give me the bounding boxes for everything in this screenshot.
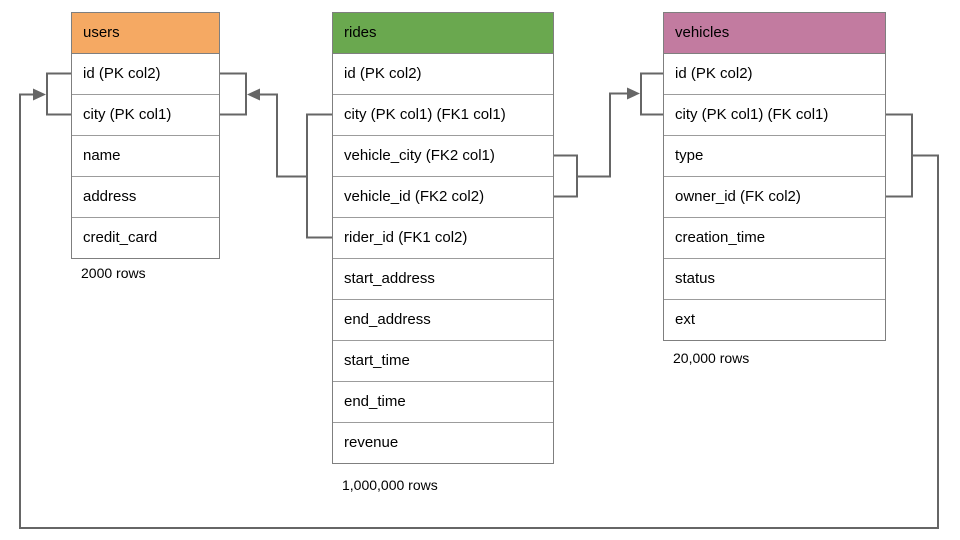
rides-row-count: 1,000,000 rows <box>342 477 438 493</box>
table-vehicles-header: vehicles <box>664 13 885 54</box>
arrowhead-into-users-right <box>247 88 260 101</box>
column-label: city (PK col1) (FK col1) <box>675 106 829 123</box>
table-row: id (PK col2) <box>72 54 219 95</box>
table-rides-columns: id (PK col2) city (PK col1) (FK1 col1) v… <box>333 54 553 463</box>
column-label: start_address <box>344 270 435 287</box>
table-users-columns: id (PK col2) city (PK col1) name address… <box>72 54 219 258</box>
vehicles-row-count: 20,000 rows <box>673 350 750 366</box>
table-row: ext <box>664 300 885 340</box>
column-label: owner_id (FK col2) <box>675 188 801 205</box>
table-row: credit_card <box>72 218 219 258</box>
column-label: rider_id (FK1 col2) <box>344 229 468 246</box>
table-row: start_address <box>333 259 553 300</box>
table-row: creation_time <box>664 218 885 259</box>
fk-rides-users-line <box>220 72 332 239</box>
column-label: status <box>675 270 716 287</box>
table-row: end_time <box>333 382 553 423</box>
column-label: city (PK col1) (FK1 col1) <box>344 106 506 123</box>
column-label: start_time <box>344 352 410 369</box>
table-row: city (PK col1) <box>72 95 219 136</box>
table-vehicles: vehicles id (PK col2) city (PK col1) (FK… <box>663 12 886 341</box>
table-rides: rides id (PK col2) city (PK col1) (FK1 c… <box>332 12 554 464</box>
fk-rides-vehicles-line <box>554 72 663 198</box>
column-label: id (PK col2) <box>83 65 161 82</box>
column-label: ext <box>675 311 696 328</box>
table-users: users id (PK col2) city (PK col1) name a… <box>71 12 220 259</box>
table-row: revenue <box>333 423 553 463</box>
table-row: id (PK col2) <box>664 54 885 95</box>
column-label: credit_card <box>83 229 158 246</box>
column-label: id (PK col2) <box>344 65 422 82</box>
table-users-header: users <box>72 13 219 54</box>
table-row: rider_id (FK1 col2) <box>333 218 553 259</box>
column-label: city (PK col1) <box>83 106 172 123</box>
table-rides-header: rides <box>333 13 553 54</box>
table-row: name <box>72 136 219 177</box>
column-label: vehicle_city (FK2 col1) <box>344 147 495 164</box>
column-label: name <box>83 147 121 164</box>
column-label: address <box>83 188 137 205</box>
table-row: end_address <box>333 300 553 341</box>
table-row: city (PK col1) (FK col1) <box>664 95 885 136</box>
table-row: start_time <box>333 341 553 382</box>
table-row: id (PK col2) <box>333 54 553 95</box>
table-row: vehicle_city (FK2 col1) <box>333 136 553 177</box>
arrowhead-into-users-left <box>33 88 46 101</box>
table-row: vehicle_id (FK2 col2) <box>333 177 553 218</box>
column-label: vehicle_id (FK2 col2) <box>344 188 485 205</box>
table-row: type <box>664 136 885 177</box>
column-label: creation_time <box>675 229 766 246</box>
column-label: end_time <box>344 393 406 410</box>
column-label: type <box>675 147 704 164</box>
table-vehicles-columns: id (PK col2) city (PK col1) (FK col1) ty… <box>664 54 885 340</box>
table-row: status <box>664 259 885 300</box>
arrowhead-into-vehicles-left <box>627 87 640 100</box>
table-row: owner_id (FK col2) <box>664 177 885 218</box>
table-row: city (PK col1) (FK1 col1) <box>333 95 553 136</box>
column-label: end_address <box>344 311 431 328</box>
users-row-count: 2000 rows <box>81 265 146 281</box>
column-label: revenue <box>344 434 399 451</box>
column-label: id (PK col2) <box>675 65 753 82</box>
table-row: address <box>72 177 219 218</box>
